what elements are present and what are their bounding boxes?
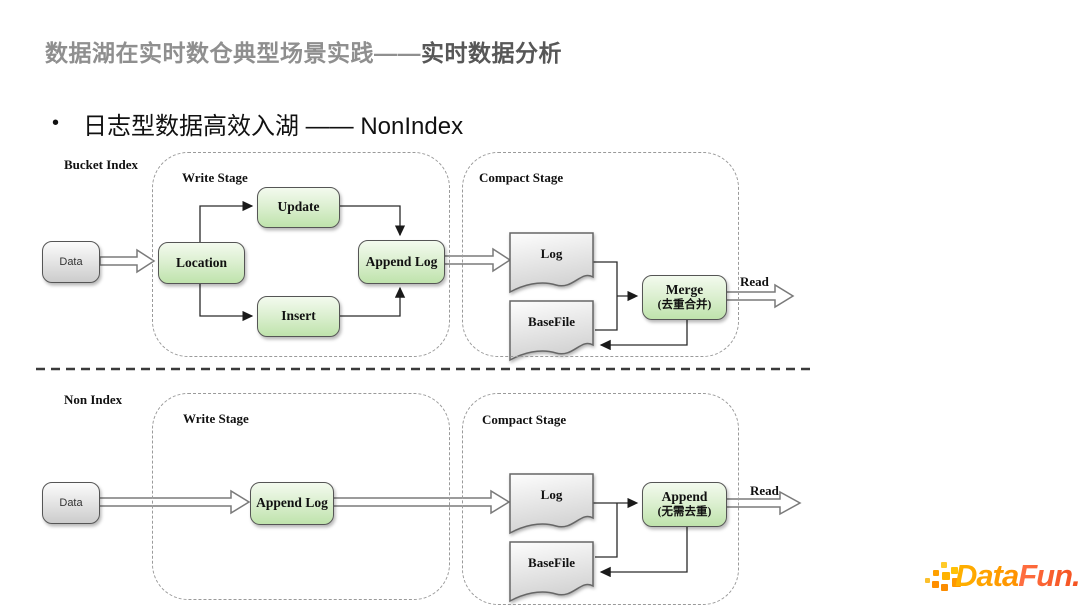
location-node: Location (158, 242, 245, 284)
datafun-logo: DataFun. (925, 556, 1080, 602)
logo-wordmark: DataFun. (955, 558, 1080, 594)
merge-node-title: Merge (665, 282, 704, 298)
append-log-node-bottom: Append Log (250, 482, 334, 525)
compact-stage-top-container (462, 152, 739, 357)
non-index-label: Non Index (64, 392, 123, 407)
document-shapes (509, 232, 594, 603)
append-node-subtitle: (无需去重) (657, 506, 712, 519)
logo-pixel-icon (933, 570, 939, 576)
block-arrows (98, 247, 802, 516)
bottom-connectors (593, 497, 688, 578)
basefile-doc-shape-bottom (509, 541, 594, 603)
append-log-node-top: Append Log (358, 240, 445, 284)
connector-location-update (199, 200, 254, 242)
read-label-bottom: Read (750, 483, 779, 498)
logo-pixel-icon (932, 581, 939, 588)
bucket-index-label: Bucket Index (64, 157, 139, 172)
write-stage-top-container (152, 152, 450, 357)
slide-title: 数据湖在实时数仓典型场景实践——实时数据分析 (45, 34, 562, 68)
write-stage-top-title: Write Stage (182, 170, 248, 185)
log-doc-shape-bottom (509, 473, 594, 535)
logo-pixel-icon (942, 572, 950, 580)
connector-merge-basefile-feedback (599, 318, 688, 351)
block-arrow-merge-read (725, 283, 795, 309)
bullet-heading: • 日志型数据高效入湖 —— NonIndex (52, 106, 463, 141)
block-arrow-append-read (725, 490, 802, 516)
basefile-doc-shape-top (509, 300, 594, 362)
logo-word-data: Data (955, 558, 1019, 593)
bullet-heading-text: 日志型数据高效入湖 —— NonIndex (83, 113, 464, 140)
basefile-label-top: BaseFile (528, 314, 575, 329)
connector-update-appendlog (338, 205, 406, 237)
slide-title-bold: 实时数据分析 (421, 40, 562, 66)
write-stage-bottom-title: Write Stage (183, 411, 249, 426)
logo-pixel-icon (941, 584, 948, 591)
connector-location-insert (199, 282, 254, 322)
merge-node: Merge (去重合并) (642, 275, 727, 320)
append-node: Append (无需去重) (642, 482, 727, 527)
data-node-bottom: Data (42, 482, 100, 524)
bullet-icon: • (52, 112, 60, 134)
compact-stage-bottom-title: Compact Stage (482, 412, 567, 427)
logo-pixel-icon (941, 562, 947, 568)
log-label-top: Log (540, 246, 563, 261)
connector-insert-appendlog (338, 286, 406, 317)
logo-pixel-icon (925, 578, 930, 583)
update-node: Update (257, 187, 340, 228)
log-doc-shape-top (509, 232, 594, 294)
logo-pixel-icon (952, 578, 961, 587)
write-stage-bottom-container (152, 393, 450, 600)
merge-node-subtitle: (去重合并) (657, 299, 712, 312)
connector-append-basefile2-feedback (599, 525, 688, 578)
insert-node: Insert (257, 296, 340, 337)
connector-basefile2-junction (595, 503, 618, 558)
top-connectors (199, 200, 688, 351)
compact-stage-top-title: Compact Stage (479, 170, 564, 185)
logo-pixel-icon (951, 567, 958, 574)
compact-stage-bottom-container (462, 393, 739, 605)
append-node-title: Append (661, 489, 708, 505)
block-arrow-data2-appendlog (98, 489, 251, 515)
slide-title-regular: 数据湖在实时数仓典型场景实践—— (45, 40, 421, 66)
data-node-top: Data (42, 241, 100, 283)
block-arrow-data-writestage (99, 248, 156, 274)
logo-word-fun: Fun. (1018, 558, 1080, 593)
basefile-label-bottom: BaseFile (528, 555, 575, 570)
block-arrow-appendlog-log (443, 247, 512, 273)
log-label-bottom: Log (540, 487, 563, 502)
read-label-top: Read (740, 274, 769, 289)
block-arrow-appendlog2-log (332, 489, 511, 515)
